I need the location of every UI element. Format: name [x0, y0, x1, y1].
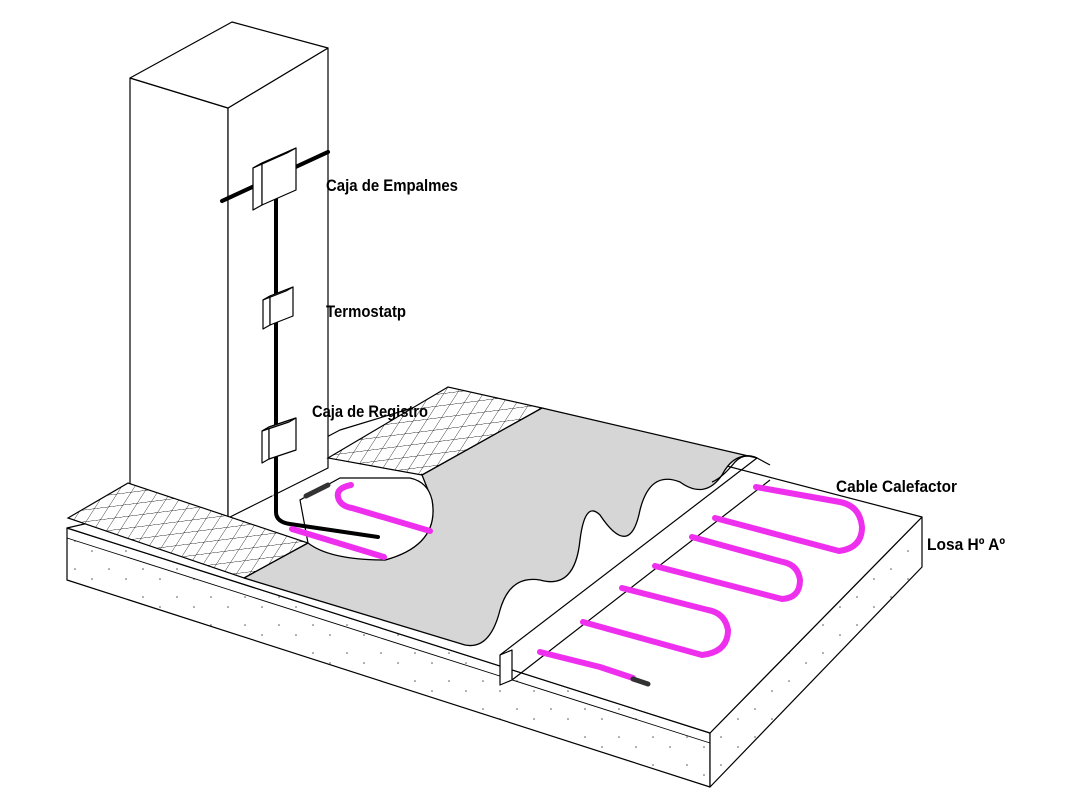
step-front-edge [511, 479, 771, 681]
column-top-face [129, 21, 329, 109]
junction-box [252, 147, 297, 211]
step-front-face [499, 649, 513, 686]
heating-cable-serpentine [537, 484, 865, 681]
column-boxes [252, 147, 297, 464]
heating-cable-left-loop [334, 482, 433, 534]
step-corner-edge [756, 457, 771, 466]
mortar-torn-edge [711, 455, 758, 483]
column-front-face [129, 77, 229, 519]
step-top-edge [499, 457, 758, 656]
cable-end-right [630, 676, 651, 687]
labels: Caja de Empalmes Termostatp Caja de Regi… [312, 176, 1005, 554]
label-cable-calefactor: Cable Calefactor [836, 477, 957, 496]
floor-step [499, 457, 771, 686]
thermostat-box [262, 286, 294, 330]
wall-column [129, 21, 329, 519]
label-caja-empalmes: Caja de Empalmes [326, 176, 458, 195]
label-termostato: Termostatp [326, 302, 406, 321]
heating-cable [289, 482, 865, 687]
vertical-conduit [274, 193, 380, 539]
heating-cable-left-run [289, 526, 387, 560]
slab-edge-line [66, 537, 711, 744]
junction-box-side [252, 162, 263, 211]
label-caja-registro: Caja de Registro [312, 402, 428, 421]
register-box-side [261, 426, 270, 464]
cable-end-left [303, 482, 331, 499]
label-losa: Losa Hº Aº [927, 535, 1005, 554]
thermostat-box-side [262, 295, 271, 330]
thermostat-box-top [262, 286, 294, 301]
register-box [261, 417, 297, 464]
register-box-top [261, 417, 297, 432]
junction-box-top [252, 147, 297, 169]
